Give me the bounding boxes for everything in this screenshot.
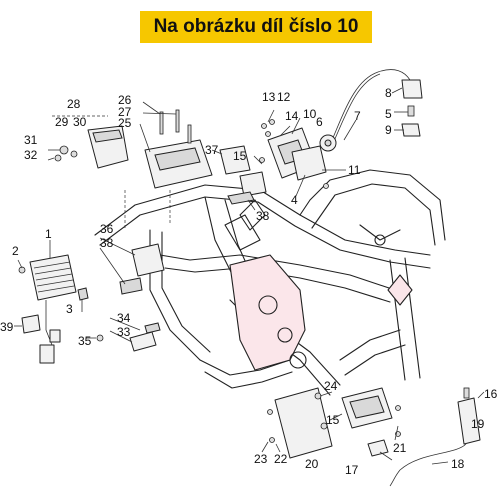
callout-2: 2 <box>12 244 19 258</box>
callout-11: 11 <box>348 163 361 177</box>
callout-31: 31 <box>24 133 38 147</box>
part-20-lower-bracket <box>261 387 333 459</box>
callout-labels: 1 2 3 4 5 6 7 8 9 10 11 12 13 14 15 15 1… <box>0 86 498 477</box>
part-36-relay <box>99 237 165 295</box>
callout-30: 30 <box>73 115 87 129</box>
part-25-mount-plate <box>124 101 213 230</box>
callout-5: 5 <box>385 107 392 121</box>
callout-14: 14 <box>285 109 299 123</box>
callout-25: 25 <box>118 116 132 130</box>
part-15-control-unit <box>329 387 401 461</box>
callout-33: 33 <box>117 325 131 339</box>
callout-18: 18 <box>451 457 465 471</box>
callout-22: 22 <box>274 452 288 466</box>
part-28-group <box>47 115 129 169</box>
callout-15-upper: 15 <box>233 149 247 163</box>
callout-16: 16 <box>484 387 498 401</box>
callout-12: 12 <box>277 90 291 104</box>
callout-24: 24 <box>324 379 338 393</box>
part-1-voltage-regulator <box>14 240 89 364</box>
part-33-sensor <box>86 317 161 352</box>
callout-23: 23 <box>254 452 268 466</box>
callout-37: 37 <box>205 143 219 157</box>
callout-34: 34 <box>117 311 131 325</box>
callout-38-upper: 38 <box>256 209 270 223</box>
callout-4: 4 <box>291 193 298 207</box>
callout-9: 9 <box>385 123 392 137</box>
callout-21: 21 <box>393 441 407 455</box>
callout-1: 1 <box>45 227 52 241</box>
callout-35: 35 <box>78 334 92 348</box>
callout-36: 36 <box>100 222 114 236</box>
callout-29: 29 <box>55 115 69 129</box>
callout-15-lower: 15 <box>326 413 340 427</box>
callout-19: 19 <box>471 417 485 431</box>
callout-27: 27 <box>118 105 132 119</box>
part-37-relay-upper <box>211 145 267 211</box>
part-19-sensor-coil <box>389 387 485 487</box>
callout-8: 8 <box>385 86 392 100</box>
callout-26: 26 <box>118 93 132 107</box>
callout-6: 6 <box>316 115 323 129</box>
part-number-banner: Na obrázku díl číslo 10 <box>140 11 372 43</box>
callout-10: 10 <box>303 107 317 121</box>
callout-13: 13 <box>262 90 276 104</box>
callout-32: 32 <box>24 148 38 162</box>
callout-3: 3 <box>66 302 73 316</box>
chassis-frame <box>94 169 446 396</box>
callout-39: 39 <box>0 320 14 334</box>
part-10-bracket <box>259 109 346 197</box>
callout-38-left: 38 <box>100 236 114 250</box>
callout-20: 20 <box>305 457 319 471</box>
callout-7: 7 <box>354 109 361 123</box>
callout-28: 28 <box>67 97 81 111</box>
part-7-cable <box>319 69 423 152</box>
callout-17: 17 <box>345 463 359 477</box>
